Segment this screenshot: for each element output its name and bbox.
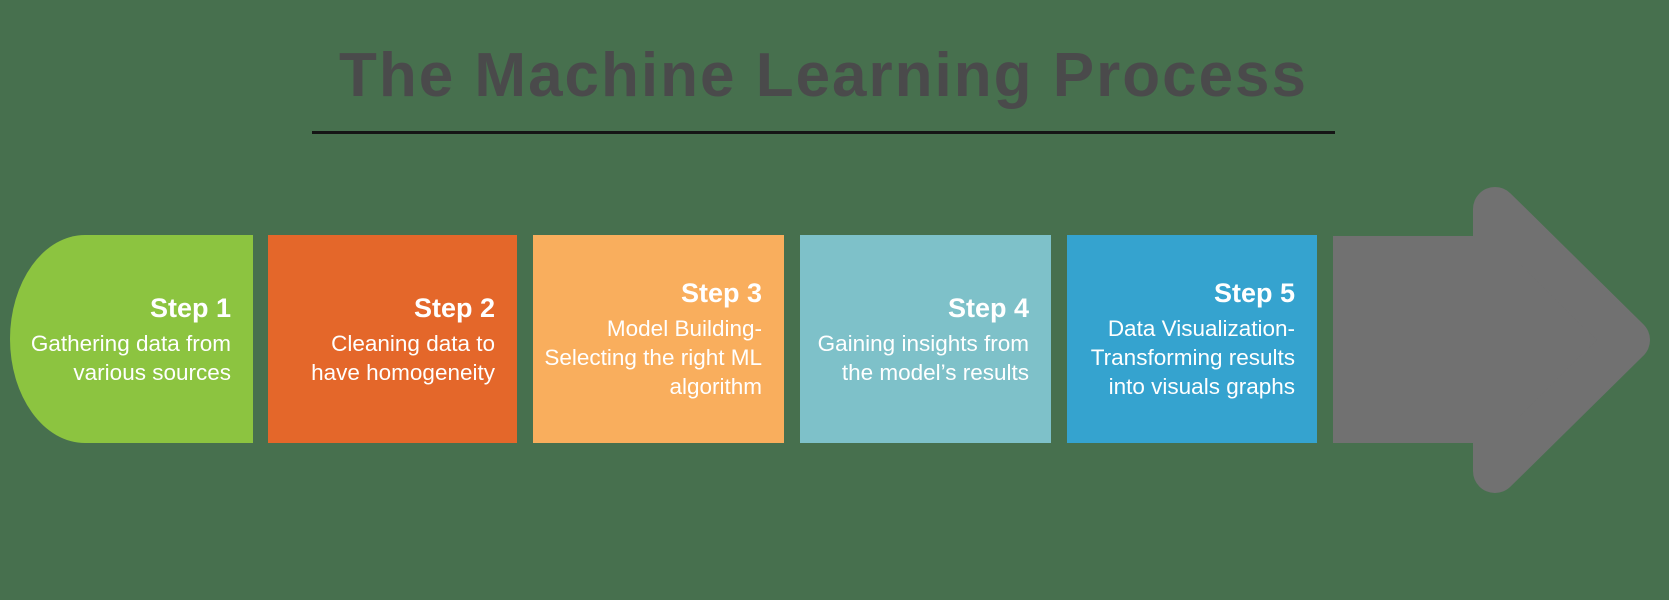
step-1-label: Step 1 bbox=[149, 292, 231, 323]
step-5-label: Step 5 bbox=[1213, 278, 1295, 308]
step-2-box: Step 2 Cleaning data to have homogeneity bbox=[268, 235, 517, 443]
step-3-box: Step 3 Model Building- Selecting the rig… bbox=[533, 235, 784, 443]
step-4-box: Step 4 Gaining insights from the model’s… bbox=[800, 235, 1051, 443]
step-4-label: Step 4 bbox=[947, 292, 1029, 323]
step-2-description: Cleaning data to have homogeneity bbox=[311, 330, 495, 385]
step-1-description: Gathering data from various sources bbox=[30, 330, 231, 385]
step-5-description: Data Visualization- Transforming results… bbox=[1090, 316, 1295, 399]
step-4-description: Gaining insights from the model’s result… bbox=[817, 330, 1029, 385]
step-3-label: Step 3 bbox=[680, 278, 762, 308]
title-underline bbox=[312, 131, 1335, 134]
step-5-box: Step 5 Data Visualization- Transforming … bbox=[1067, 235, 1317, 443]
step-2-label: Step 2 bbox=[413, 292, 495, 323]
arrow-right-icon bbox=[1333, 187, 1650, 493]
page-title: The Machine Learning Process bbox=[338, 41, 1309, 110]
step-3-description: Model Building- Selecting the right ML a… bbox=[544, 316, 762, 399]
step-1-box: Step 1 Gathering data from various sourc… bbox=[10, 235, 253, 443]
